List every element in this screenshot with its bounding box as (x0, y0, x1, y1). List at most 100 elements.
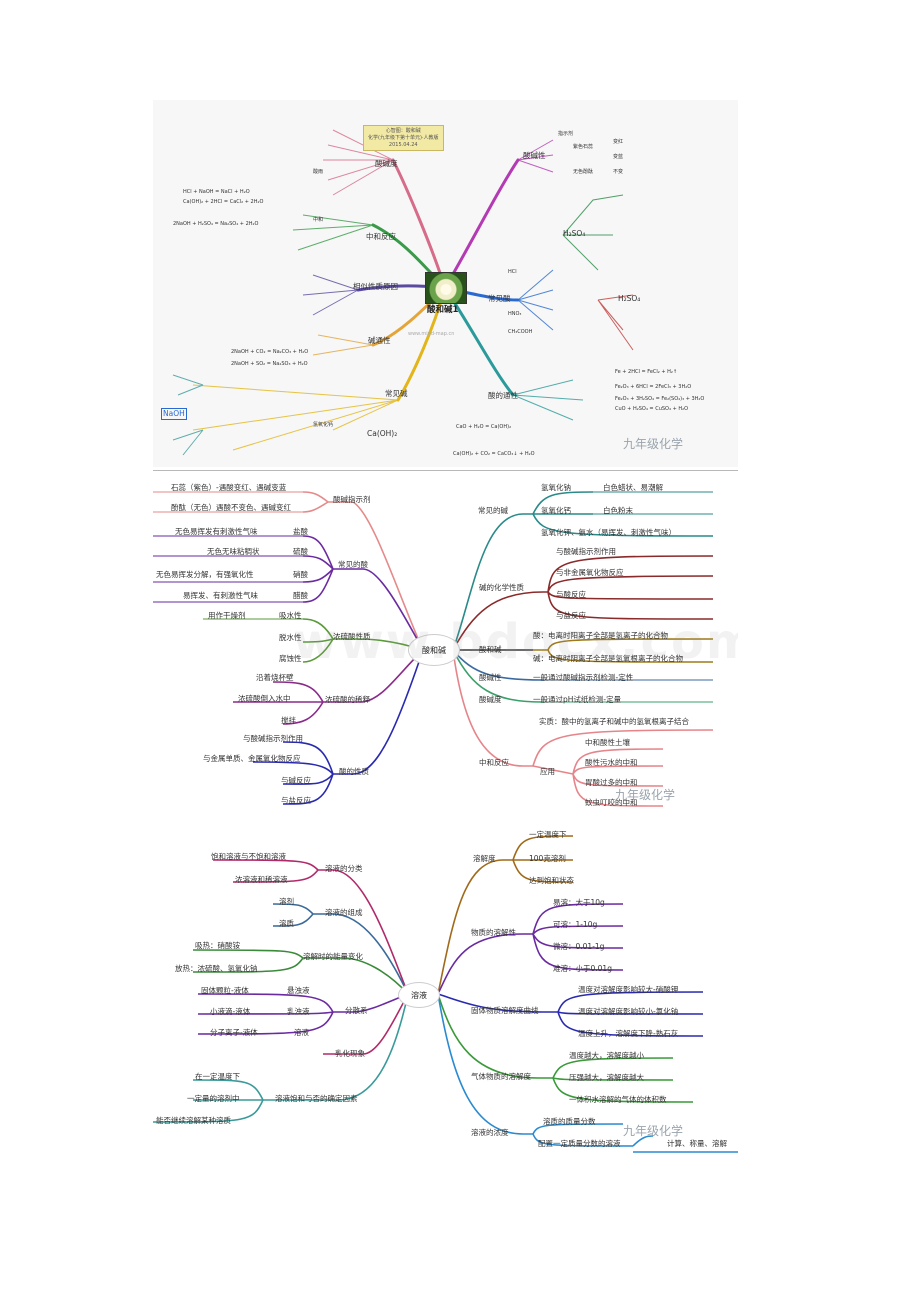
branch-dispersion: 分散系 (345, 1006, 368, 1015)
leaf: 分子离子-液体 (210, 1028, 258, 1037)
branch-ph: 酸碱度 (479, 695, 502, 704)
leaf: 白色蜡状、易潮解 (603, 483, 663, 492)
leaf-key: 悬浊液 (287, 986, 310, 995)
brand-watermark: 九年级化学 (615, 788, 676, 802)
leaf: 一体积水溶解的气体的体积数 (569, 1095, 667, 1104)
branch-acid-properties: 酸的性质 (339, 767, 369, 776)
formula: Fe₂O₃ + 3H₂SO₄ = Fe₂(SO₄)₃ + 3H₂O (615, 396, 705, 402)
center-node: 溶液 (398, 982, 440, 1008)
leaf: 放热：浓硫酸、氢氧化钠 (175, 964, 258, 973)
label-litmus: 紫色石蕊 (573, 144, 594, 150)
leaf: 酸：电离时阳离子全部是氢离子的化合物 (533, 631, 668, 640)
leaf-key: 乳浊液 (287, 1007, 310, 1016)
label-turns-blue: 变蓝 (613, 154, 624, 160)
leaf: 酸性污水的中和 (585, 758, 638, 767)
leaf: 一般通过pH试纸检测-定量 (533, 695, 622, 704)
label-caoh2: Ca(OH)₂ (367, 429, 398, 438)
formula: 2NaOH + SO₂ = Na₂SO₃ + H₂O (231, 361, 308, 367)
leaf: 一般通过酸碱指示剂检测-定性 (533, 673, 634, 682)
branch-solution-types: 溶液的分类 (325, 864, 363, 873)
leaf: 用作干燥剂 (208, 611, 246, 620)
leaf-key: 腐蚀性 (279, 654, 302, 663)
leaf: 与酸碱指示剂作用 (556, 547, 616, 556)
branch-substance-solubility: 物质的溶解性 (471, 928, 516, 937)
center-title: 酸和碱1 (427, 305, 459, 315)
leaf-key: 氢氧化钙 (541, 506, 571, 515)
leaf: 溶质的质量分数 (543, 1117, 596, 1126)
node-acid-properties: 酸的通性 (488, 391, 518, 400)
leaf: 沿着烧杯壁 (256, 673, 294, 682)
center-flower-image (425, 272, 467, 304)
watermark-url: www.mind-map.cn (408, 331, 455, 337)
formula: Fe₂O₃ + 6HCl = 2FeCl₃ + 3H₂O (615, 384, 692, 390)
note-line: 心智图：酸和碱 (385, 128, 421, 134)
leaf-key: 脱水性 (279, 633, 302, 642)
branch-solubility: 溶解度 (473, 854, 496, 863)
leaf: 小液滴-液体 (210, 1007, 251, 1016)
leaf: 碱：电离时阴离子全部是氢氧根离子的化合物 (533, 654, 683, 663)
leaf: 无色无味粘稠状 (207, 547, 260, 556)
label-naoh: NaOH (161, 408, 187, 420)
label-ch3cooh: CH₃COOH (508, 329, 533, 335)
panel3-branches (153, 835, 738, 1153)
formula: CuO + H₂SO₄ = CuSO₄ + H₂O (615, 406, 689, 412)
leaf: 与盐反应 (281, 796, 311, 805)
leaf: 与非金属氧化物反应 (556, 568, 624, 577)
formula: HCl + NaOH = NaCl + H₂O (183, 189, 250, 195)
leaf: 易挥发、有刺激性气味 (183, 591, 258, 600)
leaf: 配置一定质量分数的溶液 (538, 1139, 621, 1148)
leaf: 胃酸过多的中和 (585, 778, 638, 787)
label-h2so4-upper: H₂SO₄ (563, 229, 586, 238)
label-phenolphthalein: 无色酚酞 (573, 169, 594, 175)
leaf-key: 硫酸 (293, 547, 308, 556)
branch-gas-solubility: 气体物质的溶解度 (471, 1072, 531, 1081)
leaf: 可溶：1-10g (553, 920, 598, 929)
label-hno3: HNO₃ (508, 311, 522, 317)
leaf: 达到饱和状态 (529, 876, 574, 885)
mindmap-acid-base-overview: 心智图：酸和碱 化学(九年级下第十单元)·人教版 2015.04.24 酸和碱1… (153, 100, 738, 467)
label-h2so4-lower: H₂SO₄ (618, 294, 641, 303)
leaf: 浓溶液和稀溶液 (235, 875, 288, 884)
branch-common-bases: 常见的碱 (478, 506, 508, 515)
branch-indicators: 酸碱指示剂 (333, 495, 371, 504)
leaf: 与金属单质、金属氧化物反应 (203, 754, 301, 763)
leaf-key: 溶液 (294, 1028, 309, 1037)
leaf: 温度越大，溶解度越小 (569, 1051, 644, 1060)
map-title-note: 心智图：酸和碱 化学(九年级下第十单元)·人教版 2015.04.24 (363, 125, 444, 152)
leaf: 能否继续溶解某种溶质 (156, 1116, 231, 1125)
leaf-key: 应用 (540, 767, 555, 776)
leaf: 石蕊（紫色）-遇酸变红、遇碱变蓝 (171, 483, 287, 492)
branch-dilution: 浓硫酸的稀释 (325, 695, 370, 704)
label-unchanged: 不变 (613, 169, 624, 175)
divider (153, 470, 738, 471)
leaf: 溶剂 (279, 897, 294, 906)
brand-watermark: 九年级化学 (623, 437, 684, 451)
label-indicator: 指示剂 (558, 131, 574, 137)
leaf: 浓硫酸倒入水中 (238, 694, 291, 703)
formula: Ca(OH)₂ + CO₂ = CaCO₃↓ + H₂O (453, 451, 535, 457)
label-calcium-hydroxide: 氢氧化钙 (313, 422, 334, 428)
formula: Ca(OH)₂ + 2HCl = CaCl₂ + 2H₂O (183, 199, 264, 205)
branch-saturation-factors: 溶液饱和与否的确定因素 (275, 1094, 358, 1103)
branch-solubility-curve: 固体物质溶解度曲线 (471, 1006, 539, 1015)
leaf: 固体颗粒-液体 (201, 986, 249, 995)
branch-acid-and-base: 酸和碱 (479, 645, 502, 654)
leaf: 与盐反应 (556, 611, 586, 620)
formula: Fe + 2HCl = FeCl₂ + H₂↑ (615, 369, 678, 375)
node-base-properties: 碱通性 (368, 336, 391, 345)
leaf: 吸热：硝酸铵 (195, 941, 240, 950)
node-common-bases: 常见碱 (385, 389, 408, 398)
leaf: 实质：酸中的氢离子和碱中的氢氧根离子结合 (539, 717, 689, 726)
branch-solution-composition: 溶液的组成 (325, 908, 363, 917)
mindmap-solutions: 溶液 溶液的分类 饱和溶液与不饱和溶液 浓溶液和稀溶液 溶液的组成 溶剂 溶质 … (153, 822, 738, 1162)
leaf: 难溶：小于0.01g (553, 964, 612, 973)
leaf: 温度上升，溶解度下降-熟石灰 (578, 1029, 679, 1038)
leaf: 溶质 (279, 919, 294, 928)
leaf-key: 氢氧化钠 (541, 483, 571, 492)
leaf: 温度对溶解度影响较小-氯化钠 (578, 1007, 679, 1016)
leaf: 温度对溶解度影响较大-硝酸钾 (578, 985, 679, 994)
leaf: 计算、称量、溶解 (667, 1139, 727, 1148)
leaf: 微溶：0.01-1g (553, 942, 605, 951)
leaf: 无色易挥发有刺激性气味 (175, 527, 258, 536)
note-line: 化学(九年级下第十单元)·人教版 (368, 134, 439, 141)
